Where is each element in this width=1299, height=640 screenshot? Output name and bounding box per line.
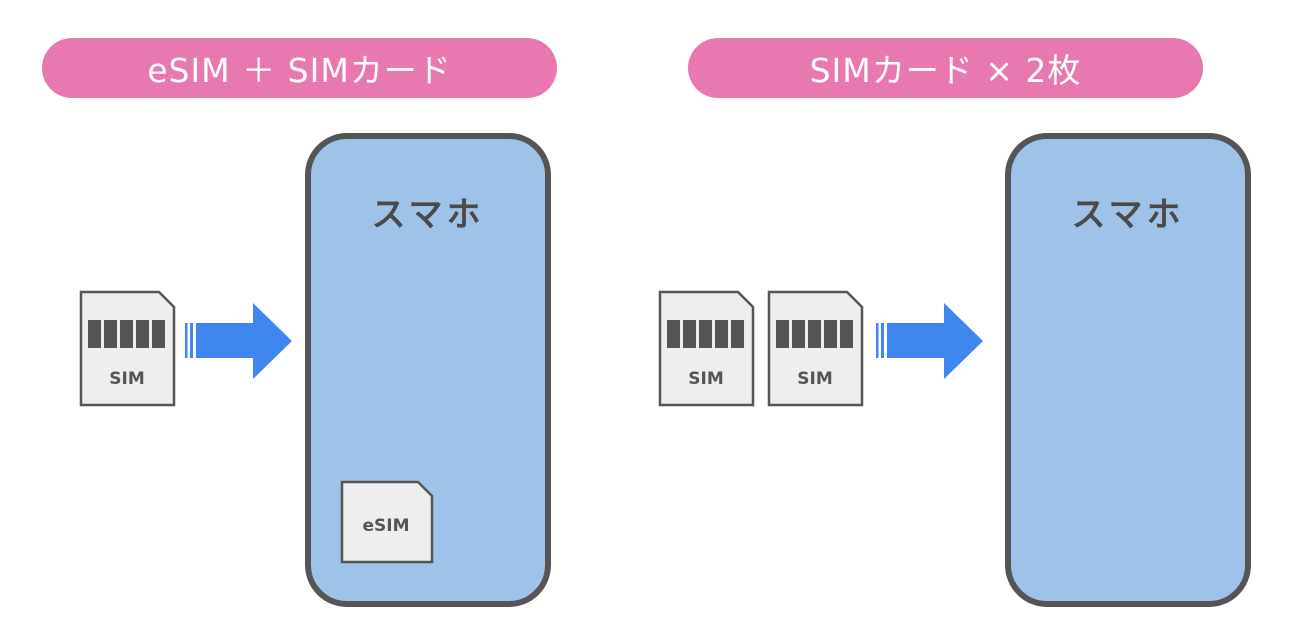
panel-title-pill: eSIM ＋ SIMカード xyxy=(42,38,557,98)
arrow-right-icon xyxy=(185,303,292,379)
smartphone: スマホ eSIM xyxy=(305,133,551,607)
panel-title-pill: SIMカード × 2枚 xyxy=(688,38,1203,98)
sim-card-icon: SIM xyxy=(79,290,176,407)
sim-card-label: SIM xyxy=(109,369,145,389)
sim-card-label: SIM xyxy=(797,369,833,389)
smartphone: スマホ xyxy=(1005,133,1251,607)
sim-contacts xyxy=(667,320,744,348)
sim-card-icon: SIM xyxy=(767,290,864,407)
sim-contacts xyxy=(88,320,165,348)
sim-card-label: SIM xyxy=(688,369,724,389)
arrow-right-icon xyxy=(876,303,983,379)
phone-label: スマホ xyxy=(371,195,485,235)
sim-contacts xyxy=(776,320,853,348)
phone-label: スマホ xyxy=(1071,195,1185,235)
panel-title: SIMカード × 2枚 xyxy=(809,51,1082,90)
esim-label: eSIM xyxy=(362,516,409,536)
esim-chip-icon: eSIM xyxy=(340,480,434,564)
panel-title: eSIM ＋ SIMカード xyxy=(147,51,452,90)
sim-card-icon: SIM xyxy=(658,290,755,407)
